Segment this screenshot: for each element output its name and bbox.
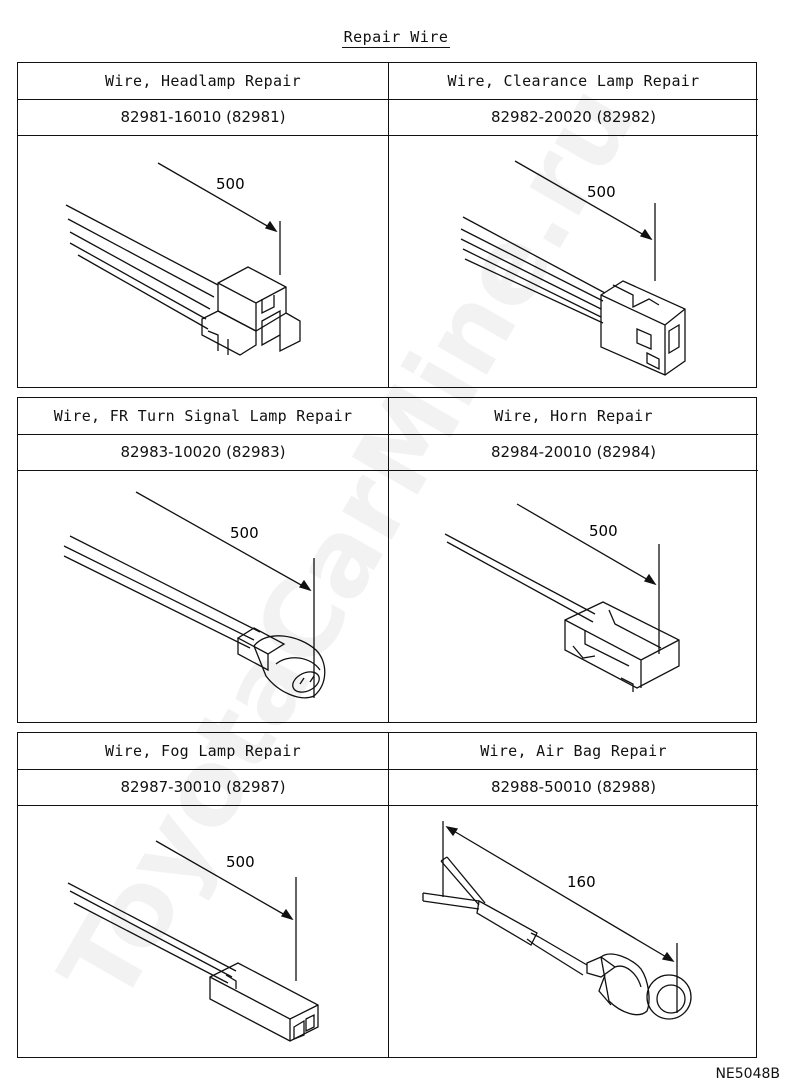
clearance-lamp-wire-drawing: 500 bbox=[389, 135, 759, 387]
cell-fog-lamp: Wire, Fog Lamp Repair 82987-30010 (82987… bbox=[18, 733, 388, 1057]
horn-wire-diagram: 500 bbox=[444, 503, 680, 692]
dimension-label: 500 bbox=[226, 853, 255, 871]
dimension-label: 500 bbox=[589, 522, 618, 540]
part-number: 82981-16010 (82981) bbox=[18, 99, 388, 136]
dimension-label: 500 bbox=[587, 183, 616, 201]
wire-name: Wire, Horn Repair bbox=[389, 398, 758, 435]
repair-wire-row-2: Wire, FR Turn Signal Lamp Repair 82983-1… bbox=[17, 397, 758, 723]
page-title: Repair Wire bbox=[0, 28, 792, 48]
cell-fr-turn-signal: Wire, FR Turn Signal Lamp Repair 82983-1… bbox=[18, 398, 388, 722]
part-number: 82984-20010 (82984) bbox=[389, 434, 758, 471]
page-title-text: Repair Wire bbox=[341, 28, 451, 48]
cell-horn: Wire, Horn Repair 82984-20010 (82984) 50… bbox=[388, 398, 758, 722]
air-bag-wire-drawing: 160 bbox=[389, 805, 759, 1057]
wire-name: Wire, FR Turn Signal Lamp Repair bbox=[18, 398, 388, 435]
wire-name: Wire, Fog Lamp Repair bbox=[18, 733, 388, 770]
clearance-lamp-wire-diagram: 500 bbox=[460, 160, 686, 376]
part-number: 82987-30010 (82987) bbox=[18, 769, 388, 806]
wire-name: Wire, Clearance Lamp Repair bbox=[389, 63, 758, 100]
headlamp-wire-diagram: 500 bbox=[65, 162, 301, 356]
fog-lamp-wire-drawing: 500 bbox=[18, 805, 388, 1057]
figure-code: NE5048B bbox=[715, 1066, 780, 1082]
dimension-label: 500 bbox=[216, 175, 245, 193]
horn-wire-drawing: 500 bbox=[389, 470, 759, 722]
part-number: 82983-10020 (82983) bbox=[18, 434, 388, 471]
headlamp-wire-drawing: 500 bbox=[18, 135, 388, 387]
part-number: 82982-20020 (82982) bbox=[389, 99, 758, 136]
part-number: 82988-50010 (82988) bbox=[389, 769, 758, 806]
wire-name: Wire, Air Bag Repair bbox=[389, 733, 758, 770]
dimension-label: 500 bbox=[230, 524, 259, 542]
cell-headlamp: Wire, Headlamp Repair 82981-16010 (82981… bbox=[18, 63, 388, 387]
fog-lamp-wire-diagram: 500 bbox=[67, 840, 319, 1042]
turn-signal-wire-diagram: 500 bbox=[63, 491, 326, 699]
repair-wire-row-1: Wire, Headlamp Repair 82981-16010 (82981… bbox=[17, 62, 758, 388]
cell-clearance-lamp: Wire, Clearance Lamp Repair 82982-20020 … bbox=[388, 63, 758, 387]
repair-wire-row-3: Wire, Fog Lamp Repair 82987-30010 (82987… bbox=[17, 732, 758, 1058]
air-bag-wire-diagram: 160 bbox=[422, 821, 692, 1020]
dimension-label: 160 bbox=[567, 873, 596, 891]
wire-name: Wire, Headlamp Repair bbox=[18, 63, 388, 100]
turn-signal-wire-drawing: 500 bbox=[18, 470, 388, 722]
cell-air-bag: Wire, Air Bag Repair 82988-50010 (82988) bbox=[388, 733, 758, 1057]
